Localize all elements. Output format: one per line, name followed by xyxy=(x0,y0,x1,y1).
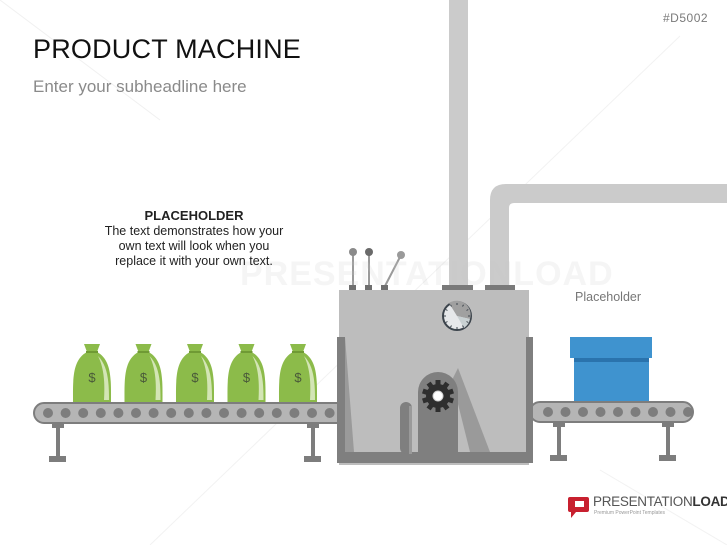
conveyor-roller xyxy=(201,408,212,418)
conveyor-roller xyxy=(95,408,106,418)
money-bag-icon: $ xyxy=(278,344,318,402)
input-conveyor xyxy=(33,402,351,462)
gauge-icon xyxy=(442,300,472,331)
gauge-tick xyxy=(450,304,452,307)
conveyor-roller xyxy=(43,408,53,418)
gear-tooth xyxy=(435,380,441,386)
conveyor-roller xyxy=(271,408,282,418)
conveyor-roller xyxy=(307,408,317,418)
gear-icon xyxy=(422,380,454,412)
money-bag-icon: $ xyxy=(124,344,163,402)
conveyor-roller xyxy=(78,408,89,418)
placeholder-body: The text demonstrates how your own text … xyxy=(104,224,284,268)
conveyor-roller xyxy=(648,407,658,417)
brand-name: PRESENTATIONLOAD® xyxy=(593,494,727,509)
conveyor-roller xyxy=(254,408,265,418)
conveyor-roller xyxy=(560,407,571,417)
output-conveyor xyxy=(529,401,694,461)
lever xyxy=(381,251,405,290)
conveyor-roller xyxy=(166,408,177,418)
lever xyxy=(349,248,357,290)
conveyor-roller xyxy=(665,407,676,417)
conveyor-roller xyxy=(683,407,693,417)
output-label: Placeholder xyxy=(575,290,642,304)
conveyor-roller xyxy=(113,408,124,418)
conveyor-roller xyxy=(595,407,606,417)
brand-name-bold: LOAD xyxy=(692,494,727,509)
exhaust-pipe xyxy=(490,184,727,286)
money-bag-icon: $ xyxy=(227,344,266,402)
decor-line xyxy=(599,469,727,545)
brand-logo-icon xyxy=(568,497,589,518)
lever xyxy=(365,248,373,290)
gauge-tick xyxy=(445,321,448,323)
money-bag-icon: $ xyxy=(72,344,112,402)
conveyor-roller xyxy=(578,407,588,417)
dollar-sign: $ xyxy=(140,370,148,385)
conveyor-roller xyxy=(183,408,194,418)
conveyor-roller xyxy=(324,408,335,418)
brand-tagline: Premium PowerPoint Templates xyxy=(594,510,666,516)
chimney-pipe xyxy=(449,0,468,286)
watermark: PRESENTATIONLOAD xyxy=(240,255,614,293)
gauge-tick xyxy=(450,325,452,328)
conveyor-roller xyxy=(219,408,229,418)
gauge-tick xyxy=(466,321,469,323)
dollar-sign: $ xyxy=(294,370,302,385)
machine xyxy=(337,248,533,465)
page-subtitle: Enter your subheadline here xyxy=(33,77,247,96)
money-bag-icon: $ xyxy=(175,344,215,402)
conveyor-roller xyxy=(289,408,300,418)
decor-line xyxy=(0,0,161,121)
dollar-sign: $ xyxy=(191,370,199,385)
conveyor-roller xyxy=(630,407,641,417)
gauge-tick xyxy=(462,325,464,328)
slide-code: #D5002 xyxy=(663,11,709,25)
page-title: PRODUCT MACHINE xyxy=(33,34,302,64)
gauge-tick xyxy=(462,304,464,307)
conveyor-roller xyxy=(148,408,159,418)
gear-tooth xyxy=(435,406,441,412)
placeholder-title: PLACEHOLDER xyxy=(144,208,244,223)
brand-name-light: PRESENTATION xyxy=(593,494,693,509)
conveyor-roller xyxy=(60,408,71,418)
conveyor-roller xyxy=(543,407,553,417)
placeholder-text-block: PLACEHOLDER The text demonstrates how yo… xyxy=(104,208,284,269)
dollar-sign: $ xyxy=(243,370,251,385)
box-icon xyxy=(570,337,652,401)
conveyor-roller xyxy=(131,408,141,418)
money-bags: $ $ $ $ $ xyxy=(72,344,318,402)
gauge-tick xyxy=(445,309,448,311)
conveyor-roller xyxy=(613,407,623,417)
conveyor-roller xyxy=(236,408,247,418)
dollar-sign: $ xyxy=(88,370,96,385)
gauge-tick xyxy=(466,309,469,311)
